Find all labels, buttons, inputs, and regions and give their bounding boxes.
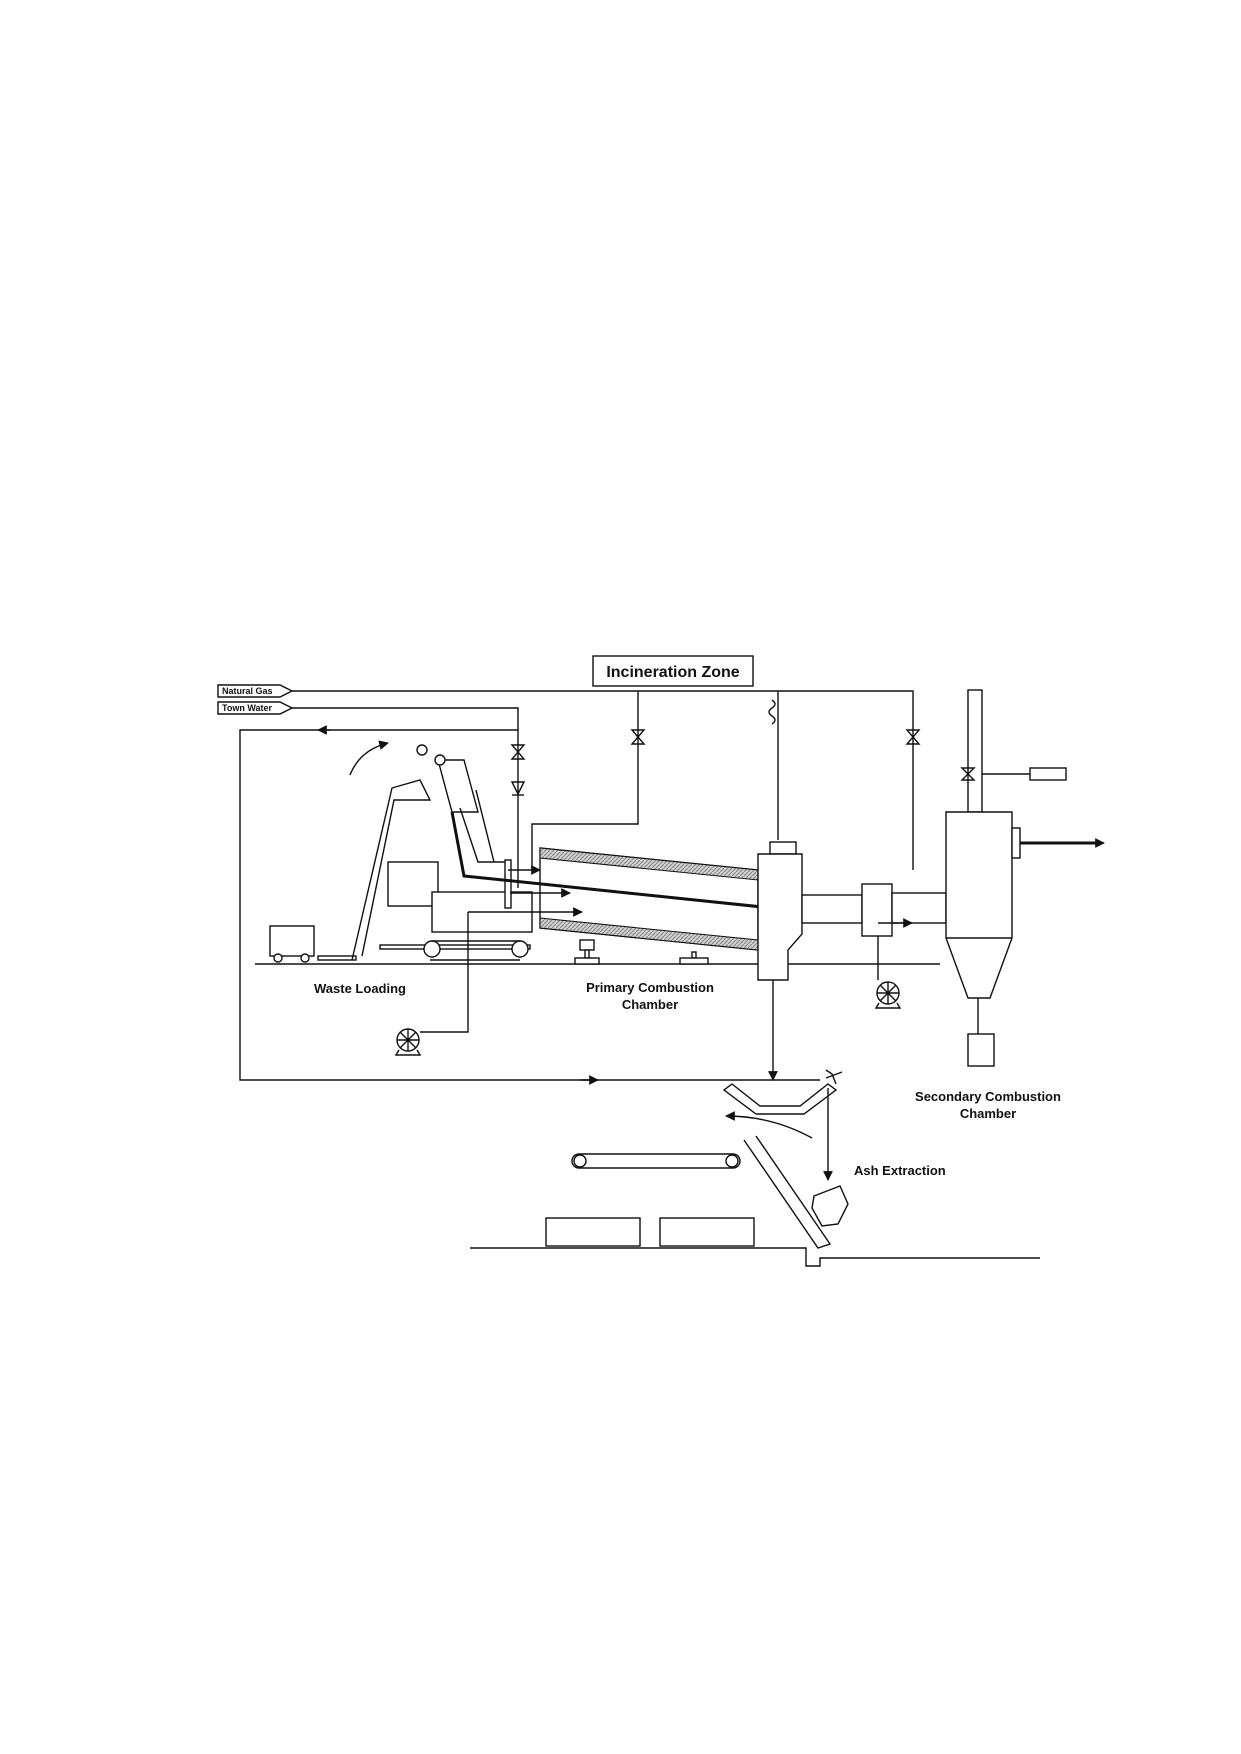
town-water-line: [239, 707, 820, 1085]
primary-chamber-label-line2: Chamber: [622, 997, 678, 1012]
waste-loading-label: Waste Loading: [314, 981, 406, 996]
natural-gas-tag: Natural Gas: [217, 684, 294, 698]
ash-extraction-equipment: [470, 1069, 1040, 1267]
ash-extraction-label: Ash Extraction: [854, 1163, 946, 1178]
secondary-combustion-chamber: [945, 689, 1067, 1067]
connecting-duct: [801, 883, 947, 980]
secondary-chamber-label-line2: Chamber: [960, 1106, 1016, 1121]
svg-text:Town Water: Town Water: [222, 703, 272, 713]
incineration-zone-title: Incineration Zone: [592, 655, 754, 687]
town-water-tag: Town Water: [217, 701, 294, 715]
natural-gas-line: [292, 690, 914, 870]
fan-icon: [874, 981, 902, 1009]
check-valve-icon: [510, 781, 526, 796]
primary-chamber-label-line1: Primary Combustion: [586, 980, 714, 995]
svg-text:Incineration Zone: Incineration Zone: [606, 664, 739, 681]
svg-text:Natural Gas: Natural Gas: [222, 686, 273, 696]
valve-icon: [905, 729, 921, 745]
valve-icon: [630, 729, 646, 745]
secondary-chamber-label-line1: Secondary Combustion: [915, 1089, 1061, 1104]
fan-icon: [394, 1028, 422, 1056]
primary-chamber-outlet: [757, 841, 803, 1081]
valve-icon: [510, 744, 526, 760]
primary-combustion-chamber: [420, 847, 759, 1033]
waste-loading-equipment: [269, 740, 533, 963]
